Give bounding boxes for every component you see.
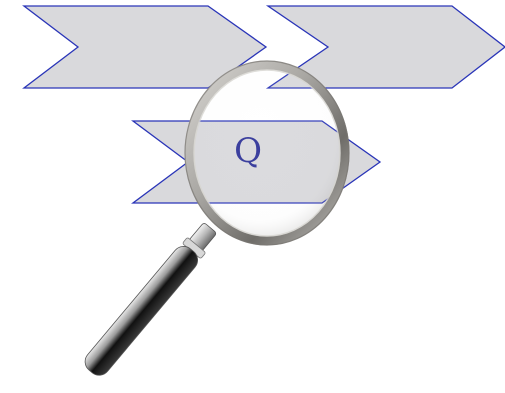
magnified-label: Q	[234, 131, 262, 171]
magnifying-glass-icon	[81, 61, 349, 380]
